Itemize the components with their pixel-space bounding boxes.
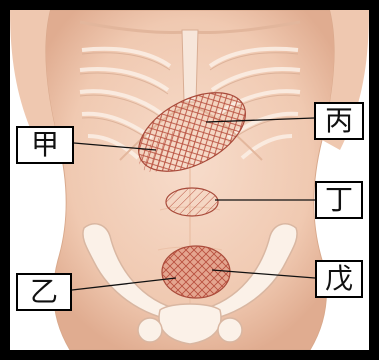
label-wu-text: 戊 (325, 265, 353, 293)
label-ding: 丁 (315, 181, 363, 219)
label-jia: 甲 (16, 126, 74, 164)
label-yi: 乙 (16, 273, 72, 311)
label-ding-text: 丁 (325, 186, 353, 214)
label-yi-text: 乙 (30, 278, 58, 306)
region-ding (166, 188, 218, 216)
anatomy-canvas: 甲 丙 丁 乙 戊 (10, 10, 369, 350)
label-wu: 戊 (315, 260, 363, 298)
label-jia-text: 甲 (31, 131, 59, 159)
label-bing-text: 丙 (325, 107, 353, 135)
label-bing: 丙 (314, 102, 364, 140)
